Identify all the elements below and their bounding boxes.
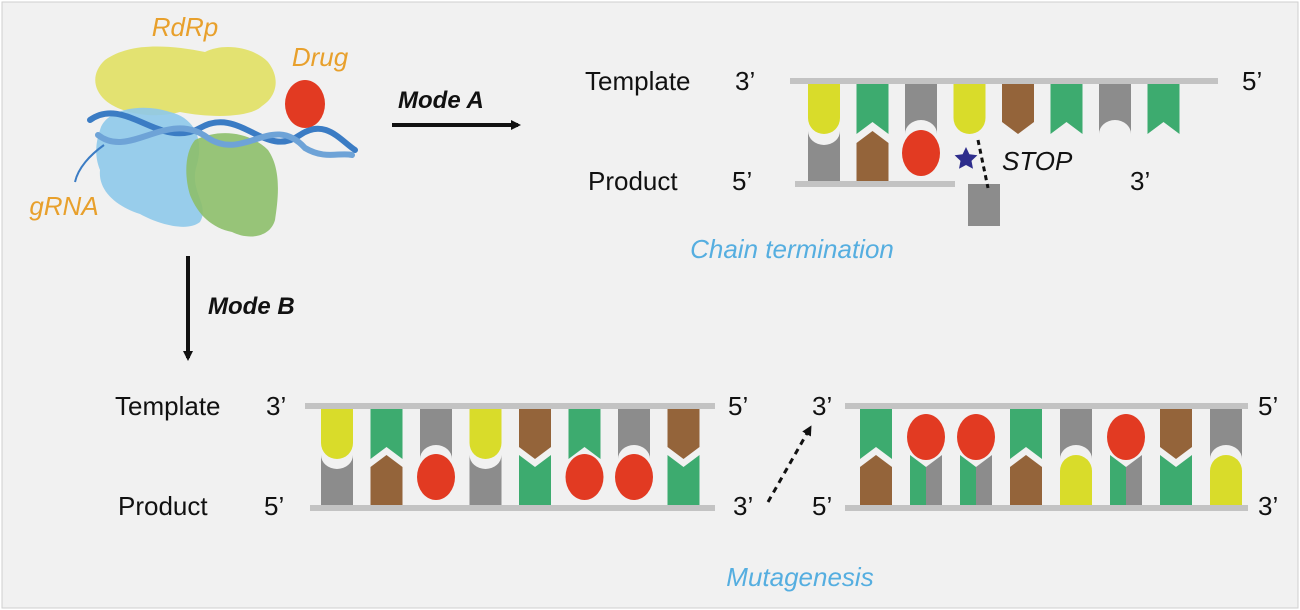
mode-a-template-5-end: 5’ [1242, 66, 1262, 96]
green-nucleotide-2 [856, 84, 889, 134]
brown-nucleotide-2 [370, 455, 403, 505]
green-nucleotide-5 [519, 455, 551, 505]
mode-b-r2-bottom-3-end: 3’ [1258, 491, 1278, 521]
yellow-nucleotide-4 [469, 409, 502, 459]
mode-b-r1-template-bases [321, 409, 700, 459]
mode-a-template-bases [808, 84, 1180, 134]
green-nucleotide-8 [1147, 84, 1180, 134]
gray-nucleotide-8 [1210, 409, 1242, 459]
yellow-nucleotide-1 [321, 409, 353, 459]
mode-a-template-3-end: 3’ [735, 66, 755, 96]
drug-label: Drug [292, 42, 349, 72]
mode-b-r1-template-3-end: 3’ [266, 391, 286, 421]
yellow-nucleotide-5 [1060, 455, 1092, 505]
yellow-nucleotide-8 [1210, 455, 1242, 505]
green-nucleotide-4 [1010, 409, 1042, 459]
drug-nucleotide-2 [907, 414, 945, 460]
brown-nucleotide-2 [856, 131, 889, 181]
gray-nucleotide-3 [420, 409, 452, 459]
drug-nucleotide-3 [957, 414, 995, 460]
gray-nucleotide-4 [469, 455, 502, 505]
mode-a-label: Mode A [398, 87, 484, 114]
mode-a-product-3-end: 3’ [1130, 166, 1150, 196]
rdrp-label: RdRp [152, 12, 218, 42]
stop-star-icon [954, 147, 978, 169]
mode-a-stop-label: STOP [1002, 146, 1073, 176]
mode-a-stop-line [976, 139, 990, 189]
mode-b-r1-product-label: Product [118, 491, 208, 521]
mode-b-r2-bottom-5-end: 5’ [812, 491, 832, 521]
mode-a-product-bases [808, 130, 940, 181]
green-protein-shape [186, 133, 278, 237]
grna-protein-shape [96, 107, 203, 227]
green-nucleotide-2 [370, 409, 403, 459]
mode-b-r1-product-bases [321, 454, 700, 505]
mode-b-r2-top-bases [860, 409, 1242, 460]
mode-b-r1-product-5-end: 5’ [264, 491, 284, 521]
yellow-nucleotide-1 [808, 84, 840, 134]
mode-a-template-label: Template [585, 66, 691, 96]
gray-nucleotide-7 [618, 409, 650, 459]
drug-nucleotide-3 [417, 454, 455, 500]
rdrp-protein-shape [95, 46, 276, 116]
gray-nucleotide-1 [321, 455, 353, 505]
gray-nucleotide-5 [1060, 409, 1092, 459]
green-nucleotide-8 [667, 455, 700, 505]
green-nucleotide-6 [568, 409, 601, 459]
rdrp-complex-illustration [74, 46, 358, 237]
rna-strand-2 [95, 125, 355, 158]
brown-nucleotide-4 [1010, 455, 1042, 505]
drug-nucleotide-3 [902, 130, 940, 176]
green-gray-nucleotide-6 [1110, 455, 1142, 505]
grna-label: gRNA [29, 191, 98, 221]
drug-nucleotide-6 [565, 454, 604, 500]
mutagenesis-caption: Mutagenesis [726, 562, 873, 592]
green-nucleotide-6 [1050, 84, 1083, 134]
mode-b-r1-template-5-end: 5’ [728, 391, 748, 421]
green-nucleotide-1 [860, 409, 892, 459]
mode-b-r1-product-3-end: 3’ [733, 491, 753, 521]
brown-nucleotide-8 [667, 409, 700, 459]
grna-pointer-line [74, 144, 105, 183]
drug-nucleotide-6 [1107, 414, 1145, 460]
yellow-nucleotide-4 [953, 84, 986, 134]
mode-b-label: Mode B [208, 293, 295, 320]
green-nucleotide-7 [1160, 455, 1192, 505]
green-gray-nucleotide-2 [910, 455, 942, 505]
mode-b-r1-template-label: Template [115, 391, 221, 421]
mode-b-r2-top-5-end: 5’ [1258, 391, 1278, 421]
mode-a-free-nucleotide [968, 184, 1000, 226]
mode-b-r2-top-3-end: 3’ [812, 391, 832, 421]
brown-nucleotide-1 [860, 455, 892, 505]
gray-nucleotide-7 [1099, 84, 1131, 134]
chain-termination-caption: Chain termination [690, 234, 894, 264]
mode-a-product-5-end: 5’ [732, 166, 752, 196]
drug-nucleotide-7 [615, 454, 653, 500]
gray-nucleotide-1 [808, 131, 840, 181]
mode-b-r2-bottom-bases [860, 455, 1242, 505]
rna-strand-1 [87, 110, 358, 153]
brown-nucleotide-7 [1160, 409, 1192, 459]
replication-dashed-arrow [766, 425, 812, 503]
brown-nucleotide-5 [1002, 84, 1034, 134]
mode-a-product-label: Product [588, 166, 678, 196]
brown-nucleotide-5 [519, 409, 551, 459]
gray-nucleotide-3 [905, 84, 937, 134]
green-gray-nucleotide-3 [960, 455, 992, 505]
drug-molecule [285, 80, 325, 128]
